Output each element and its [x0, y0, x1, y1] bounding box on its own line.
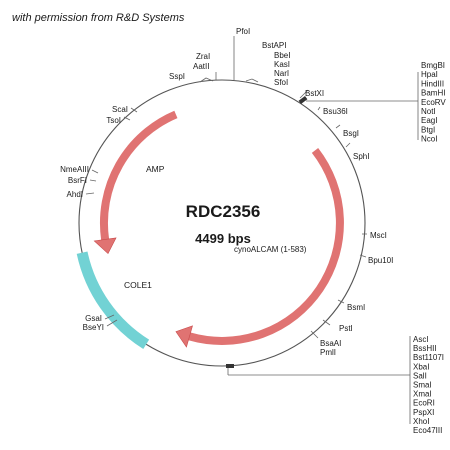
lower-mcs-site: XhoI — [413, 417, 429, 426]
cole1-band — [76, 251, 150, 349]
site-label: ZraI — [196, 52, 210, 61]
site-label: BstAPI — [262, 41, 286, 50]
lower-mcs-list: AscIBssHIIBst1107IXbaISalISmaIXmaIEcoRIP… — [413, 335, 444, 435]
site-label: ScaI — [112, 105, 128, 114]
lower-mcs-site: EcoRI — [413, 399, 435, 408]
amp-label: AMP — [146, 164, 165, 174]
site-label: BsrFI — [68, 176, 87, 185]
lower-mcs-site: XbaI — [413, 362, 429, 371]
site-label: BsmI — [347, 303, 365, 312]
upper-mcs-site: HindIII — [421, 79, 444, 88]
site-label: NarI — [274, 69, 289, 78]
lower-mcs-site: PspXI — [413, 408, 434, 417]
amp-arrow — [99, 110, 178, 240]
site-label: BsaAI — [320, 339, 341, 348]
lower-mcs-site: BssHII — [413, 344, 437, 353]
site-label: SphI — [353, 152, 369, 161]
site-label: BstXI — [305, 89, 324, 98]
lower-mcs-site: XmaI — [413, 390, 432, 399]
site-ticks — [226, 95, 308, 368]
lower-mcs-site: SmaI — [413, 381, 432, 390]
credit-text: with permission from R&D Systems — [12, 12, 185, 24]
upper-mcs-site: EcoRV — [421, 98, 446, 107]
site-label: AatII — [193, 62, 209, 71]
site-label: AhdI — [67, 190, 83, 199]
site-label: Bsu36I — [323, 107, 348, 116]
site-label: TsoI — [106, 116, 121, 125]
plasmid-size: 4499 bps — [195, 231, 251, 246]
backbone-circle — [78, 79, 366, 367]
site-label: BseYI — [83, 323, 104, 332]
site-label: SfoI — [274, 78, 288, 87]
lower-mcs-site: AscI — [413, 335, 429, 344]
site-label: PstI — [339, 324, 353, 333]
site-label: PfoI — [236, 27, 250, 36]
site-label: Bpu10I — [368, 256, 393, 265]
upper-mcs-site: EagI — [421, 116, 437, 125]
lower-mcs-site: Bst1107I — [413, 353, 444, 362]
upper-mcs-list: BmgBIHpaIHindIIIBamHIEcoRVNotIEagIBtgINc… — [421, 61, 446, 144]
cole1-label: COLE1 — [124, 280, 152, 290]
site-label: KasI — [274, 60, 290, 69]
amp-arrowhead — [93, 237, 117, 255]
site-label: SspI — [169, 72, 185, 81]
upper-mcs-site: HpaI — [421, 70, 438, 79]
leader-lines — [85, 36, 419, 424]
insert-arrowhead — [175, 325, 193, 348]
upper-mcs-site: BtgI — [421, 125, 435, 134]
plasmid-name: RDC2356 — [186, 202, 261, 221]
insert-arrow — [188, 147, 344, 345]
upper-mcs-site: BmgBI — [421, 61, 445, 70]
upper-mcs-site: NcoI — [421, 135, 437, 144]
site-label: BsgI — [343, 129, 359, 138]
insert-label: cynoALCAM (1-583) — [234, 245, 307, 254]
site-label: PmlI — [320, 348, 336, 357]
lower-mcs-site: SalI — [413, 371, 427, 380]
lower-mcs-site: Eco47III — [413, 426, 442, 435]
site-label: GsaI — [85, 314, 102, 323]
upper-mcs-site: NotI — [421, 107, 436, 116]
site-label: MscI — [370, 231, 387, 240]
site-label: BbeI — [274, 51, 290, 60]
site-label: NmeAIII — [60, 165, 89, 174]
upper-mcs-site: BamHI — [421, 89, 445, 98]
